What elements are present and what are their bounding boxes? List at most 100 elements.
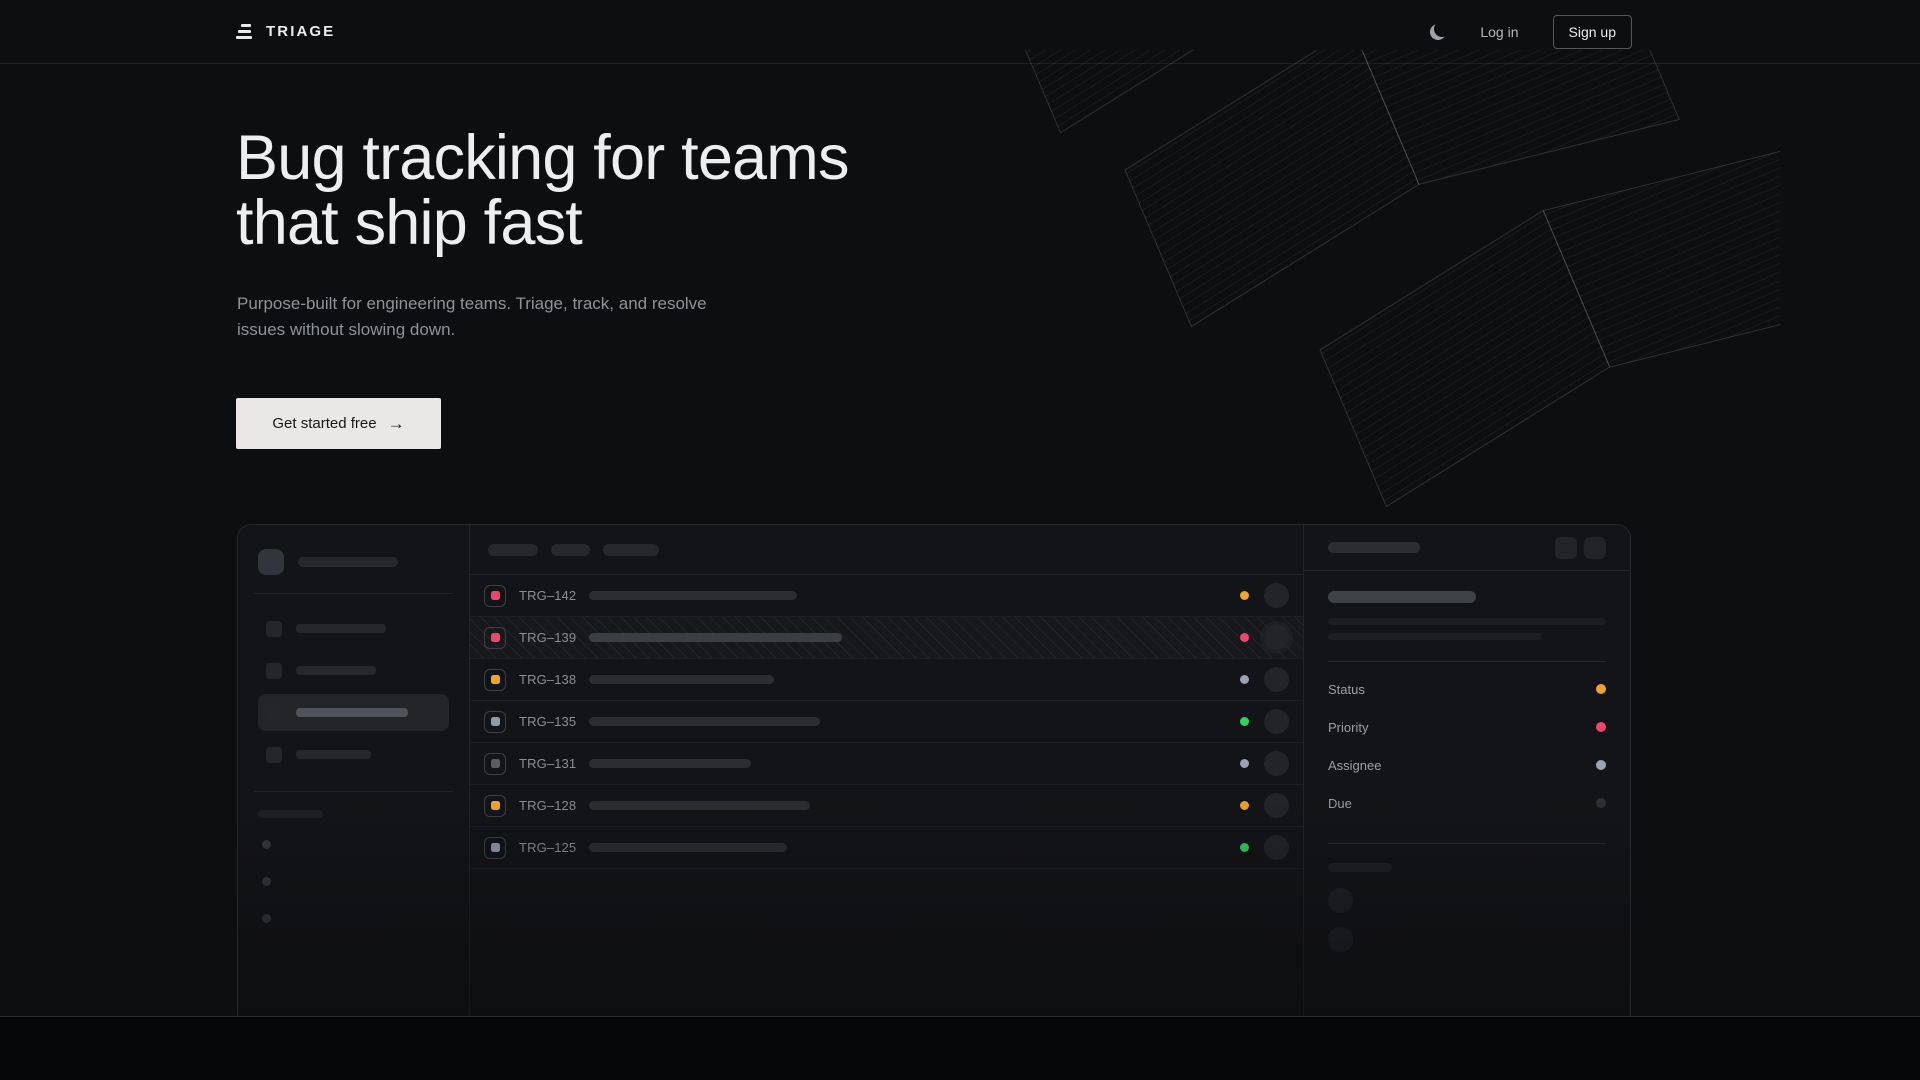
issue-state-dot xyxy=(1240,675,1249,684)
list-toolbar xyxy=(470,525,1303,575)
issue-id: TRG–131 xyxy=(519,756,577,771)
comment-avatar xyxy=(1328,927,1353,952)
issue-status-icon[interactable] xyxy=(484,794,506,817)
assignee-avatar[interactable] xyxy=(1264,667,1289,692)
nav-icon xyxy=(266,746,282,763)
field-value-dot xyxy=(1596,722,1606,732)
issue-row[interactable]: TRG–135 xyxy=(470,701,1303,743)
issue-rows: TRG–142 TRG–139 TRG–138 xyxy=(470,575,1303,869)
issue-status-icon[interactable] xyxy=(484,584,506,607)
workspace-name-placeholder xyxy=(298,557,398,567)
issue-state-dot xyxy=(1240,633,1249,642)
brand[interactable]: TRIAGE xyxy=(236,23,335,40)
workspace-avatar xyxy=(258,549,284,575)
issue-title-placeholder xyxy=(589,759,751,768)
issue-id: TRG–128 xyxy=(519,798,577,813)
assignee-avatar[interactable] xyxy=(1264,709,1289,734)
detail-description-placeholder xyxy=(1328,633,1542,640)
nav-icon xyxy=(266,704,282,721)
detail-fields: Status Priority Assignee Due xyxy=(1328,670,1606,822)
issue-status-icon[interactable] xyxy=(484,668,506,691)
issue-state-dot xyxy=(1240,591,1249,600)
get-started-button[interactable]: Get started free → xyxy=(236,398,441,449)
issue-title-placeholder xyxy=(589,633,842,642)
detail-breadcrumb-placeholder xyxy=(1328,542,1420,553)
nav-label-placeholder xyxy=(296,708,408,717)
issue-state-dot xyxy=(1240,717,1249,726)
detail-action-button[interactable] xyxy=(1584,536,1606,559)
issue-status-icon[interactable] xyxy=(484,752,506,775)
signup-button[interactable]: Sign up xyxy=(1552,14,1632,49)
sidebar-nav xyxy=(258,610,449,773)
sidebar-divider xyxy=(254,791,453,792)
comment-avatar xyxy=(1328,888,1353,913)
mockup-sidebar xyxy=(238,525,470,1016)
field-row-priority[interactable]: Priority xyxy=(1328,708,1606,746)
login-link[interactable]: Log in xyxy=(1480,23,1519,40)
assignee-avatar[interactable] xyxy=(1264,583,1289,608)
issue-row[interactable]: TRG–142 xyxy=(470,575,1303,617)
field-value-dot xyxy=(1596,684,1606,694)
hero-subtitle: Purpose-built for engineering teams. Tri… xyxy=(237,294,707,340)
moon-icon[interactable] xyxy=(1430,24,1446,40)
sidebar-dot xyxy=(262,877,271,886)
issue-id: TRG–142 xyxy=(519,588,577,603)
sidebar-nav-item[interactable] xyxy=(258,736,449,773)
field-row-due[interactable]: Due xyxy=(1328,784,1606,822)
top-nav: TRIAGE Log in Sign up xyxy=(0,0,1920,64)
field-row-assignee[interactable]: Assignee xyxy=(1328,746,1606,784)
footer-strip xyxy=(0,1016,1920,1080)
arrow-right-icon: → xyxy=(387,413,405,433)
field-row-status[interactable]: Status xyxy=(1328,670,1606,708)
issue-row[interactable]: TRG–139 xyxy=(470,617,1303,659)
issue-row[interactable]: TRG–138 xyxy=(470,659,1303,701)
activity-avatars xyxy=(1328,888,1606,952)
nav-icon xyxy=(266,662,282,679)
issue-row[interactable]: TRG–125 xyxy=(470,827,1303,869)
workspace-switcher[interactable] xyxy=(258,549,449,575)
sidebar-nav-item[interactable] xyxy=(258,652,449,689)
issue-row[interactable]: TRG–131 xyxy=(470,743,1303,785)
assignee-avatar[interactable] xyxy=(1264,751,1289,776)
hero-title-line2: that ship fast xyxy=(236,187,583,258)
detail-action-button[interactable] xyxy=(1555,536,1577,559)
filter-chip-placeholder[interactable] xyxy=(551,543,590,556)
issue-state-dot xyxy=(1240,801,1249,810)
sidebar-nav-item[interactable] xyxy=(258,610,449,647)
hero-title-line1: Bug tracking for teams xyxy=(236,123,849,193)
issue-title-placeholder xyxy=(589,843,787,852)
hero-title: Bug tracking for teams that ship fast xyxy=(236,126,849,256)
detail-divider xyxy=(1328,843,1606,844)
detail-title-placeholder xyxy=(1328,591,1476,603)
sidebar-divider xyxy=(254,593,453,594)
issue-state-dot xyxy=(1240,759,1249,768)
brand-name: TRIAGE xyxy=(266,23,336,40)
issue-id: TRG–138 xyxy=(519,672,577,687)
detail-description-placeholder xyxy=(1328,618,1606,625)
issue-status-icon[interactable] xyxy=(484,626,506,649)
filter-chip-placeholder[interactable] xyxy=(488,543,538,556)
issue-status-icon[interactable] xyxy=(484,710,506,733)
issue-id: TRG–125 xyxy=(519,840,577,855)
assignee-avatar[interactable] xyxy=(1264,835,1289,860)
issue-title-placeholder xyxy=(589,801,810,810)
assignee-avatar[interactable] xyxy=(1264,625,1289,650)
sidebar-nav-item-active[interactable] xyxy=(258,694,449,731)
field-label: Status xyxy=(1328,681,1365,697)
assignee-avatar[interactable] xyxy=(1264,793,1289,818)
detail-header xyxy=(1304,525,1630,571)
issue-id: TRG–139 xyxy=(519,630,577,645)
sidebar-dot-list xyxy=(258,840,449,923)
issue-id: TRG–135 xyxy=(519,714,577,729)
issue-title-placeholder xyxy=(589,717,820,726)
sidebar-dot xyxy=(262,914,271,923)
nav-label-placeholder xyxy=(296,624,386,633)
issue-title-placeholder xyxy=(589,675,774,684)
sidebar-section-placeholder xyxy=(258,810,323,818)
issue-row[interactable]: TRG–128 xyxy=(470,785,1303,827)
nav-label-placeholder xyxy=(296,666,376,675)
nav-icon xyxy=(266,620,282,637)
filter-chip-placeholder[interactable] xyxy=(603,543,659,556)
issue-status-icon[interactable] xyxy=(484,836,506,859)
